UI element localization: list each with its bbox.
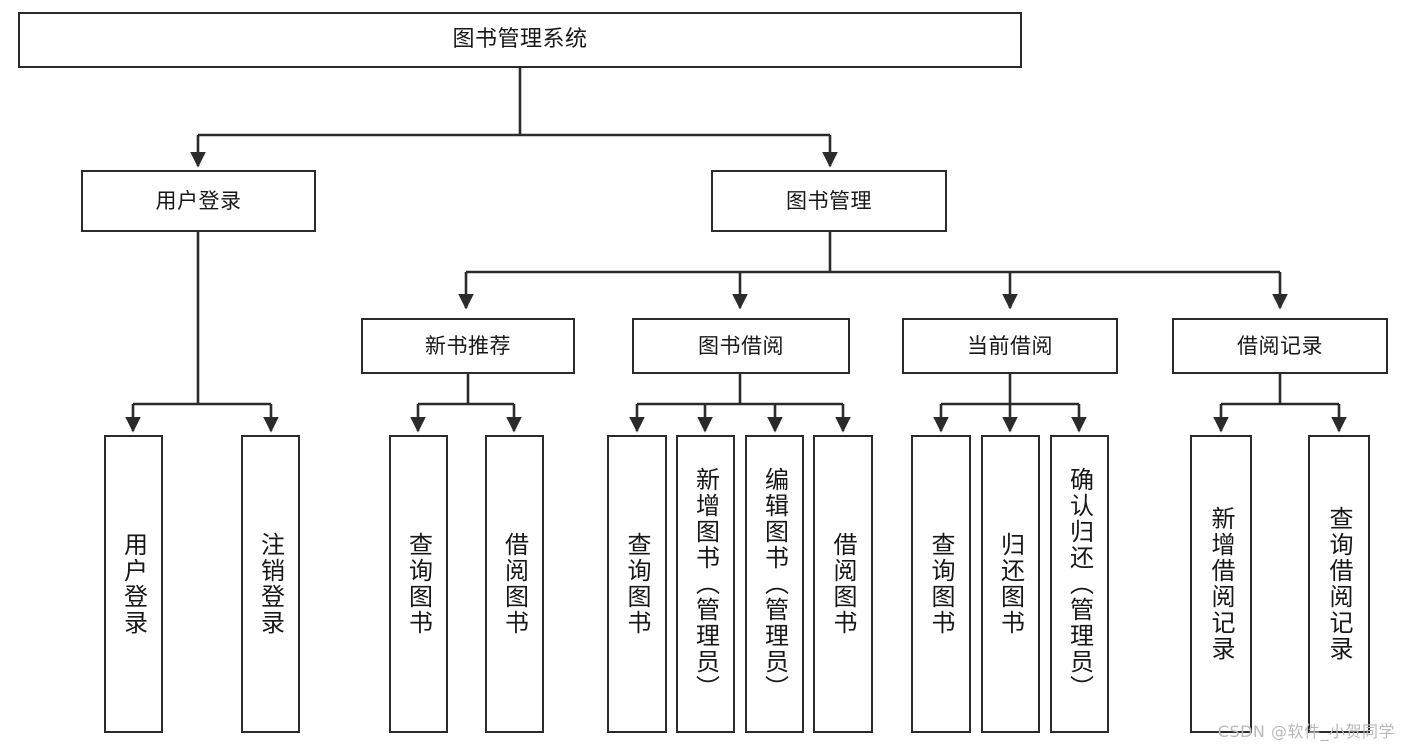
leaf-user-login-signout[interactable]: 注销登录 xyxy=(241,435,300,733)
node-root-system[interactable]: 图书管理系统 xyxy=(18,12,1022,68)
node-label: 借阅图书 xyxy=(829,532,857,636)
node-label: 用户登录 xyxy=(119,532,148,636)
node-label: 图书管理 xyxy=(786,188,872,213)
node-book-borrow[interactable]: 图书借阅 xyxy=(632,318,850,374)
node-label: 归还图书 xyxy=(996,532,1025,636)
node-current-borrow[interactable]: 当前借阅 xyxy=(902,318,1118,374)
leaf-book-borrow-edit[interactable]: 编辑图书（管理员） xyxy=(745,435,804,733)
node-label: 借阅图书 xyxy=(500,532,529,636)
node-label: 用户登录 xyxy=(155,188,242,213)
node-label: 确认归还（管理员） xyxy=(1065,467,1094,701)
leaf-current-borrow-confirm-return[interactable]: 确认归还（管理员） xyxy=(1050,435,1109,733)
node-label: 借阅记录 xyxy=(1237,333,1323,358)
leaf-borrow-records-add[interactable]: 新增借阅记录 xyxy=(1190,435,1252,733)
leaf-current-borrow-query[interactable]: 查询图书 xyxy=(911,435,971,733)
node-label: 查询图书 xyxy=(927,532,955,636)
leaf-book-borrow-add[interactable]: 新增图书（管理员） xyxy=(676,435,735,733)
node-borrow-records[interactable]: 借阅记录 xyxy=(1172,318,1388,374)
node-label: 新书推荐 xyxy=(425,333,511,358)
node-new-book-recommend[interactable]: 新书推荐 xyxy=(361,318,575,374)
node-label: 图书借阅 xyxy=(698,333,784,358)
leaf-new-books-borrow[interactable]: 借阅图书 xyxy=(485,435,544,733)
node-label: 当前借阅 xyxy=(967,333,1053,358)
node-label: 图书管理系统 xyxy=(452,27,588,53)
leaf-current-borrow-return[interactable]: 归还图书 xyxy=(981,435,1040,733)
node-label: 注销登录 xyxy=(256,532,285,636)
leaf-book-borrow-lend[interactable]: 借阅图书 xyxy=(813,435,873,733)
leaf-borrow-records-query[interactable]: 查询借阅记录 xyxy=(1308,435,1370,733)
node-label: 编辑图书（管理员） xyxy=(760,467,789,701)
node-label: 查询图书 xyxy=(404,532,433,636)
node-user-login[interactable]: 用户登录 xyxy=(81,170,316,232)
node-label: 新增图书（管理员） xyxy=(691,467,720,701)
node-label: 查询图书 xyxy=(623,532,651,636)
node-book-management[interactable]: 图书管理 xyxy=(711,170,947,232)
node-label: 查询借阅记录 xyxy=(1325,506,1353,662)
node-label: 新增借阅记录 xyxy=(1207,506,1235,662)
csdn-watermark: CSDN @软件_小贺同学 xyxy=(1217,722,1395,741)
leaf-new-books-query[interactable]: 查询图书 xyxy=(389,435,448,733)
leaf-user-login-signin[interactable]: 用户登录 xyxy=(104,435,163,733)
leaf-book-borrow-query[interactable]: 查询图书 xyxy=(607,435,667,733)
